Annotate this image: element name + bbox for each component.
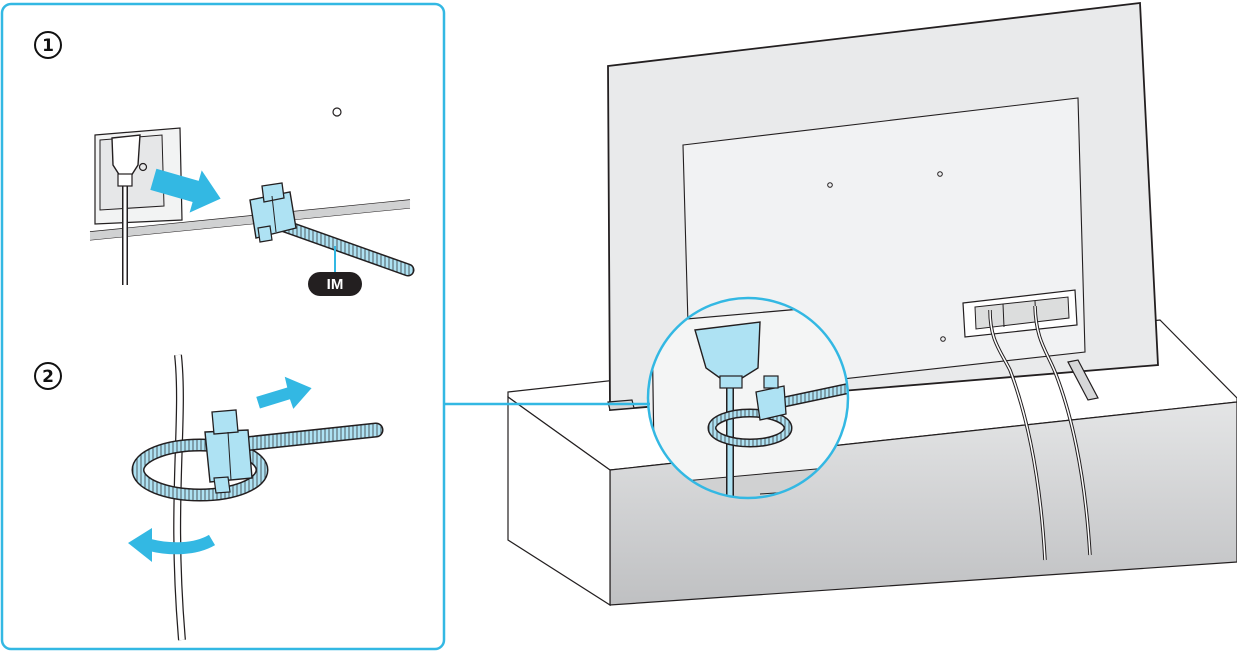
tv-stand-side (507, 395, 611, 607)
tv-foot (1067, 359, 1099, 401)
step-2: 2 (34, 354, 384, 641)
arrow-right-icon (256, 376, 312, 409)
tie-hole-icon (138, 162, 148, 172)
step-number-circle (34, 31, 62, 59)
step-1: 1 (34, 31, 415, 296)
vesa-hole-icon (827, 182, 833, 188)
power-plug (111, 134, 141, 285)
im-badge (308, 272, 362, 296)
cable-tie-clip (204, 409, 253, 494)
vesa-hole-icon (940, 336, 946, 342)
cable-tie-clip (249, 182, 415, 277)
vesa-hole-icon (937, 171, 943, 177)
step-number-circle (34, 362, 62, 390)
steps-panel (0, 2, 446, 651)
curved-arrow-left-icon (148, 534, 216, 555)
step-number: 1 (42, 36, 54, 56)
im-badge-label: IM (327, 276, 344, 293)
step-number: 2 (42, 367, 54, 387)
zoom-callout (646, 296, 850, 500)
tv-scene (507, 1, 1237, 607)
screw-hole-icon (332, 107, 342, 117)
arrow-right-icon (150, 168, 221, 213)
